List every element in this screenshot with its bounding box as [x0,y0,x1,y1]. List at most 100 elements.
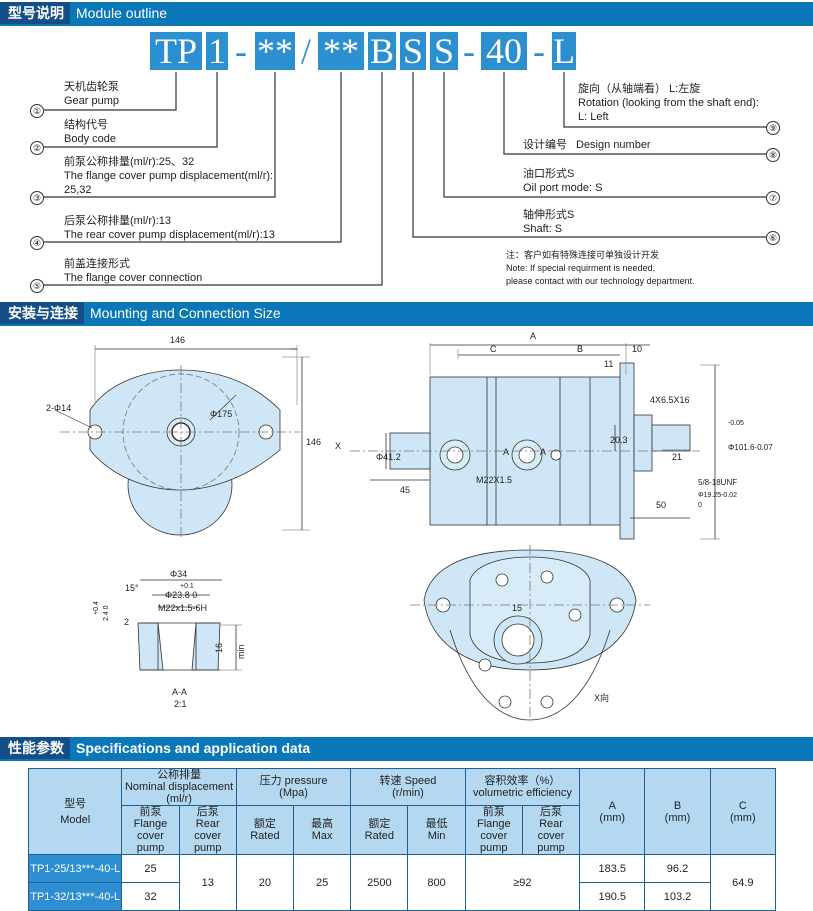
table-row: TP1-25/13***-40-L 25 13 20 25 2500 800 ≥… [27,854,777,911]
cell-front: 25 [121,854,180,883]
cell-rated-speed: 2500 [350,854,409,911]
dim-21: 21 [672,452,682,462]
callout-en: Rotation (looking from the shaft end): [578,97,759,109]
note-cn: 注：客户如有特殊连接可单独设计开发 [506,250,660,260]
cell-a: 190.5 [579,882,646,911]
header-eff-rear: 后泵 Rear cover pump [521,805,581,855]
dim-unf: 5/8-18UNF [698,478,737,487]
dim-24: 2.4 0 [103,605,110,621]
callout-cn: 设计编号 [523,139,567,151]
header-eff-front: 前泵 Flange cover pump [464,805,523,855]
header-min-speed: 最低 Min [407,805,466,855]
code-dash: - [463,31,475,71]
cell-model: TP1-25/13***-40-L [27,854,123,883]
cell-front: 32 [121,882,180,911]
callout-cn: 前泵公称排量(ml/r):25、32 [64,156,195,168]
header-max-pressure: 最高 Max [293,805,352,855]
front-view [54,345,310,540]
callout-num: ④ [30,236,44,250]
dim-15: 15 [512,603,522,613]
cell-model: TP1-32/13***-40-L [27,882,123,911]
dim-10: 10 [632,344,642,354]
section-title-cn: 性能参数 [0,737,70,759]
dim-m22: M22X1.5 [476,475,512,485]
dim-tol: +0.4 [93,601,100,615]
section-banner-specs: 性能参数 Specifications and application data [0,737,813,761]
header-rated-speed: 额定 Rated [350,805,409,855]
code-slash: / [300,31,311,71]
code-l: L [552,31,576,71]
cell-rated: 20 [235,854,295,911]
section-banner-outline: 型号说明 Module outline [0,2,813,26]
dim-c: C [490,344,497,354]
header-pressure: 压力 pressure (Mpa) [235,768,352,806]
callout-cn: 旋向（从轴端看） L:左旋 [578,83,701,95]
dim-146-width: 146 [170,335,185,345]
view-x-arrow: X [335,441,341,451]
dim-15-deg: 15° [125,583,139,593]
dim-phi34: Φ34 [170,569,187,579]
callout-cn: 轴伸形式S [523,209,575,221]
note-en2: please contact with our technology depar… [506,276,695,286]
dim-20: 20.3 [610,435,628,445]
dim-a: A [530,331,536,341]
callout-num: ⑨ [766,121,780,135]
code-s2: S [430,32,458,70]
dim-phi101: Φ101.6-0.07 [728,443,773,452]
dim-146-height: 146 [306,437,321,447]
dim-phi175: Φ175 [210,409,232,419]
callout-num: ② [30,141,44,155]
header-displacement: 公称排量 Nominal displacement (ml/r) [121,768,237,806]
section-title-cn: 安装与连接 [0,302,84,324]
table-row: TP1-32/13***-40-L 32 190.5 103.2 [27,882,776,911]
technical-drawing: 146 146 2-Φ14 Φ175 A C B 10 11 4 [46,331,773,721]
callout-en: The flange cover pump displacement(ml/r)… [64,170,274,182]
header-speed: 转速 Speed (r/min) [350,768,466,806]
cell-a: 183.5 [579,854,646,883]
callout-en: Oil port mode: S [523,182,603,194]
code-tp: TP [150,32,202,70]
dim-phi41: Φ41.2 [376,452,401,462]
header-a: A (mm) [579,768,646,855]
section-label: A-A [172,687,187,697]
bottom-view [410,545,650,721]
callout-cn: 结构代号 [64,119,108,131]
callout-num: ⑤ [30,279,44,293]
header-b: B (mm) [644,768,711,855]
section-view [137,579,242,671]
section-scale: 2:1 [174,699,187,709]
header-rated-pressure: 额定 Rated [235,805,295,855]
code-s1: S [400,32,426,70]
leader-lines [44,72,766,286]
code-dash: - [235,31,247,71]
callout-en: Body code [64,133,116,145]
header-c: C (mm) [709,768,777,855]
code-front-disp: ** [255,31,295,71]
cell-b: 96.2 [644,854,711,883]
dim-zero: 0 [698,502,702,509]
callout-en: 25,32 [64,184,92,196]
code-40: 40 [481,32,527,70]
dim-phi19: Φ19.25-0.02 [698,492,737,499]
callout-cn: 天机齿轮泵 [64,81,119,93]
dim-m22-6h: M22x1.5-6H [158,603,207,613]
view-x-label: X向 [594,692,609,703]
callout-num: ⑧ [766,148,780,162]
section-title-en: Mounting and Connection Size [90,305,281,321]
section-title-en: Module outline [76,5,168,21]
dim-11: 11 [604,359,613,369]
cell-efficiency: ≥92 [464,854,581,911]
side-view [350,343,720,540]
header-model: 型号 Model [27,768,123,855]
dim-min: min [236,644,246,659]
callout-num: ① [30,104,44,118]
dim-key: 4X6.5X16 [650,395,690,405]
callout-num: ⑥ [766,231,780,245]
header-rear-pump: 后泵 Rear cover pump [178,805,237,855]
callout-en: L: Left [578,111,609,123]
header-front-pump: 前泵 Flange cover pump [121,805,180,855]
code-b: B [368,31,396,71]
section-mark-a: A [503,447,509,457]
code-dash: - [533,31,545,71]
cell-b: 103.2 [644,882,711,911]
